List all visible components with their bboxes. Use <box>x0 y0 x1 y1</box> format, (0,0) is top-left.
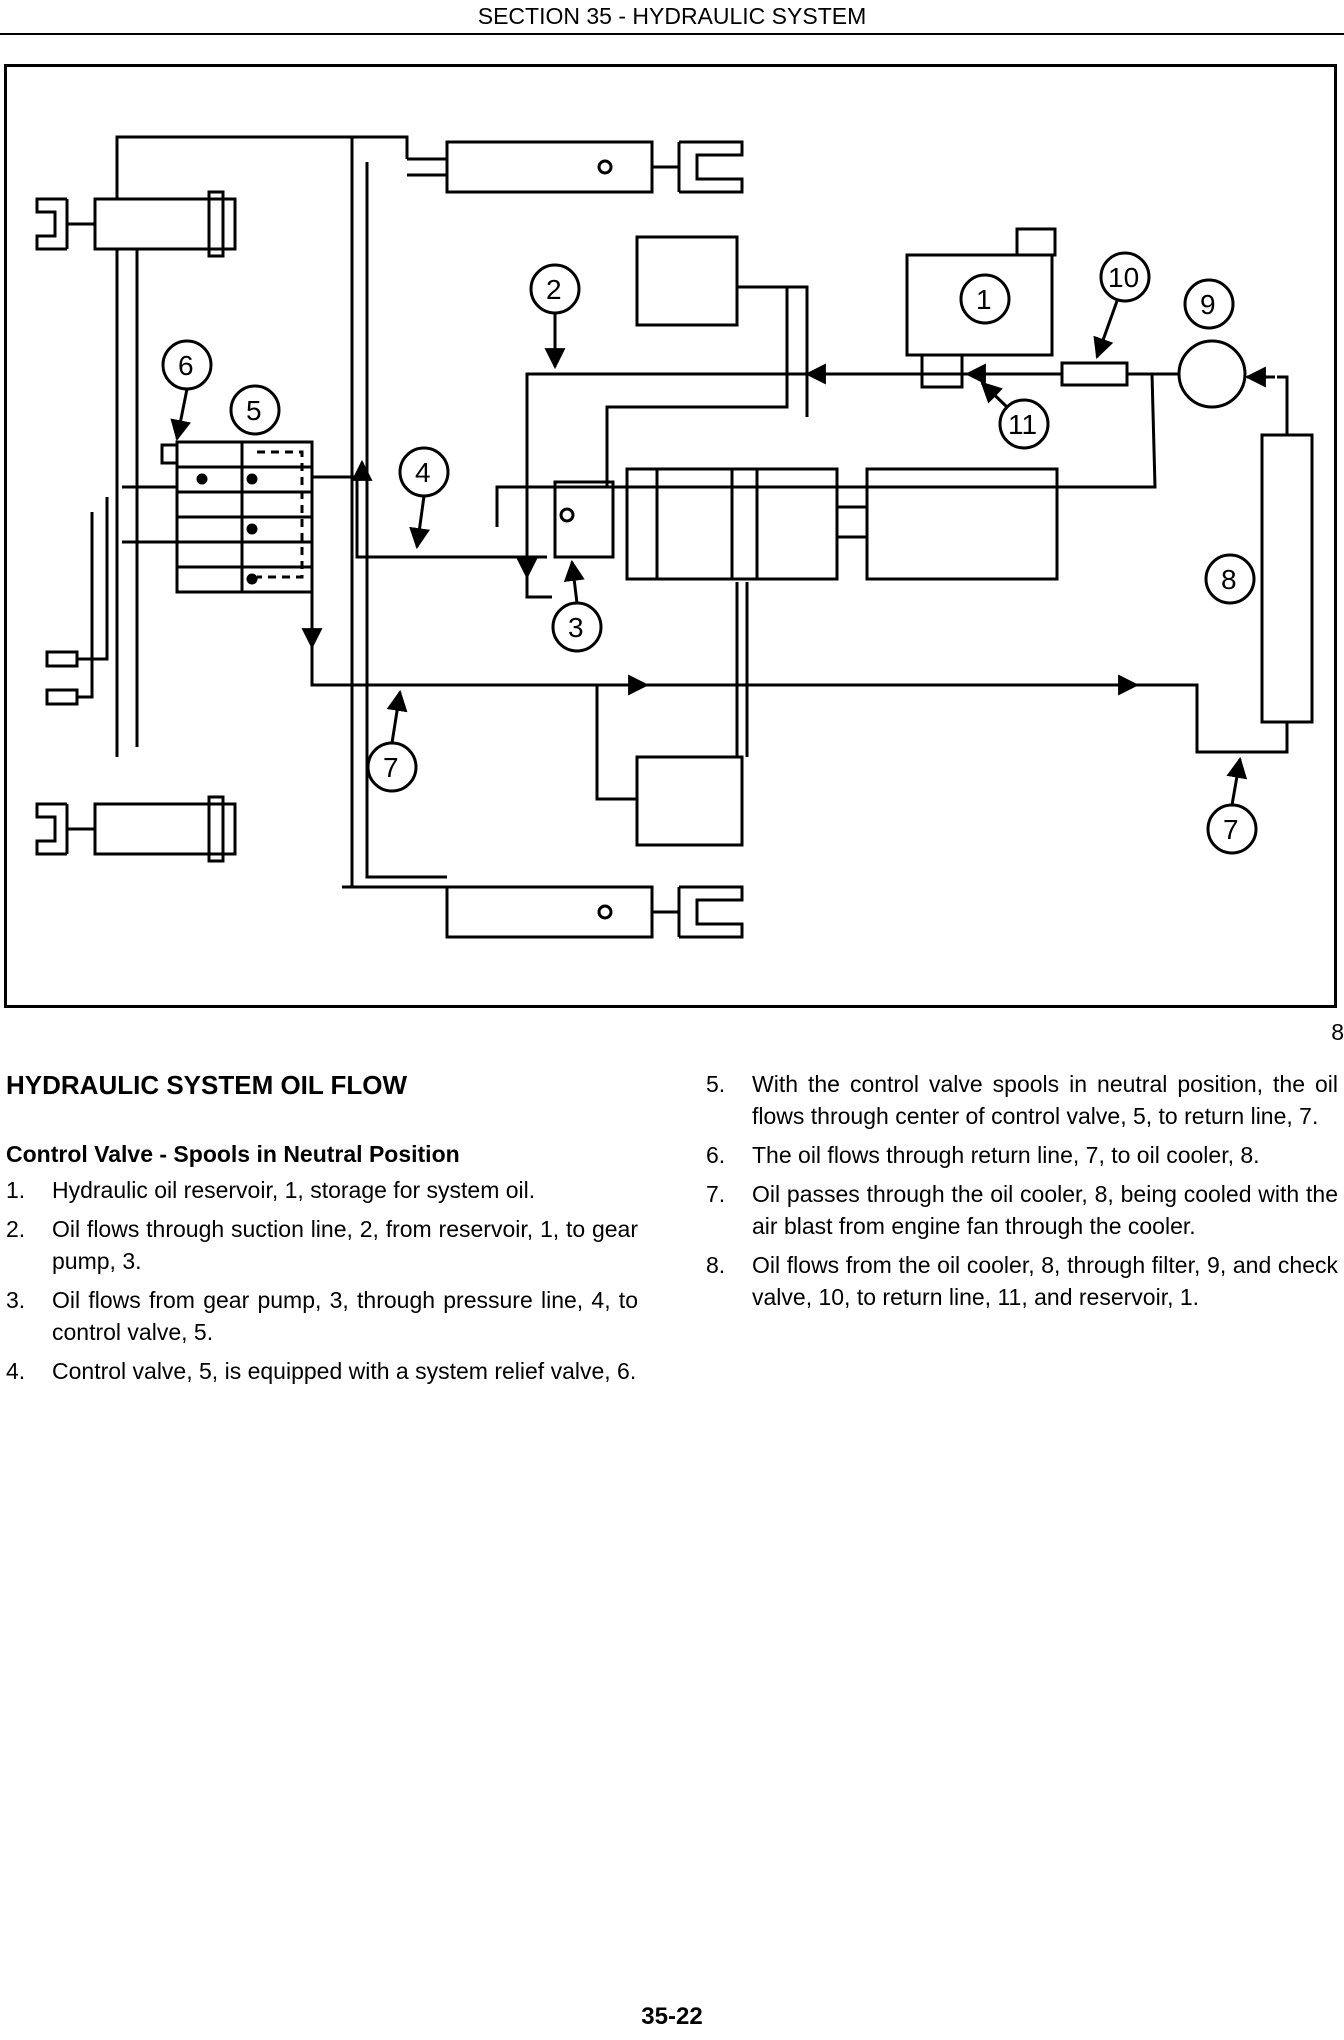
callout-5: 5 <box>229 384 281 436</box>
list-item: 8.Oil flows from the oil cooler, 8, thro… <box>706 1252 1338 1310</box>
svg-text:5: 5 <box>246 395 262 426</box>
check-valve <box>1060 361 1129 387</box>
list-item: 3.Oil flows from gear pump, 3, through p… <box>6 1287 638 1345</box>
page-header: SECTION 35 - HYDRAULIC SYSTEM <box>0 0 1344 36</box>
svg-text:8: 8 <box>1221 564 1237 595</box>
svg-text:1: 1 <box>976 284 992 315</box>
control-valve <box>122 440 314 594</box>
list-item: 2.Oil flows through suction line, 2, fro… <box>6 1216 638 1274</box>
section-heading: HYDRAULIC SYSTEM OIL FLOW <box>6 1070 408 1100</box>
upper-right-cylinder <box>407 140 744 194</box>
svg-text:7: 7 <box>1223 814 1239 845</box>
lower-left-cylinder <box>35 795 237 863</box>
list-item: 6.The oil flows through return line, 7, … <box>706 1142 1260 1168</box>
svg-text:2: 2 <box>546 274 562 305</box>
list-item: 4.Control valve, 5, is equipped with a s… <box>6 1358 637 1384</box>
callout-8: 8 <box>1204 553 1256 605</box>
callout-4: 4 <box>398 446 450 550</box>
hydraulic-schematic: 1 2 3 4 5 6 7 7 8 9 10 11 <box>35 135 1314 939</box>
hydraulic-reservoir <box>905 253 1054 357</box>
callout-3: 3 <box>551 559 603 653</box>
callout-2: 2 <box>529 263 581 370</box>
page-number: 35-22 <box>641 2003 703 2030</box>
upper-actuator <box>635 235 739 327</box>
lower-actuator <box>635 755 744 847</box>
svg-text:7: 7 <box>383 752 399 783</box>
svg-text:3: 3 <box>568 612 584 643</box>
gear-pump <box>553 480 615 559</box>
figure-number: 8 <box>1331 1019 1344 1045</box>
list-item: 1.Hydraulic oil reservoir, 1, storage fo… <box>6 1177 536 1203</box>
engine-housing <box>865 467 1059 581</box>
svg-text:9: 9 <box>1200 289 1216 320</box>
list-item: 5.With the control valve spools in neutr… <box>706 1071 1338 1129</box>
oil-filter <box>1177 339 1247 409</box>
callout-7a: 7 <box>366 689 418 793</box>
svg-text:4: 4 <box>415 457 431 488</box>
steps-list-right: 5.With the control valve spools in neutr… <box>706 1068 1338 1313</box>
hydraulic-diagram: 1 2 3 4 5 6 7 7 8 9 10 11 <box>4 64 1337 1008</box>
callout-7b: 7 <box>1206 756 1258 855</box>
callout-6: 6 <box>161 339 213 442</box>
upper-left-cylinder <box>35 190 237 258</box>
callout-1: 1 <box>959 273 1011 325</box>
section-title: SECTION 35 - HYDRAULIC SYSTEM <box>477 3 867 29</box>
header-divider <box>0 33 1344 35</box>
callout-11: 11 <box>980 381 1050 450</box>
svg-text:11: 11 <box>1008 409 1037 440</box>
steps-list-left: 1.Hydraulic oil reservoir, 1, storage fo… <box>6 1174 638 1387</box>
text-column-left: HYDRAULIC SYSTEM OIL FLOW Control Valve … <box>6 1068 638 1394</box>
callout-10: 10 <box>1093 251 1151 359</box>
callout-9: 9 <box>1183 278 1235 330</box>
oil-cooler <box>1260 433 1314 724</box>
svg-text:10: 10 <box>1108 262 1139 293</box>
text-column-right: 5.With the control valve spools in neutr… <box>706 1068 1338 1320</box>
svg-text:6: 6 <box>178 350 194 381</box>
list-item: 7.Oil passes through the oil cooler, 8, … <box>706 1181 1338 1239</box>
lower-right-cylinder <box>445 885 744 939</box>
sub-heading: Control Valve - Spools in Neutral Positi… <box>6 1141 460 1167</box>
